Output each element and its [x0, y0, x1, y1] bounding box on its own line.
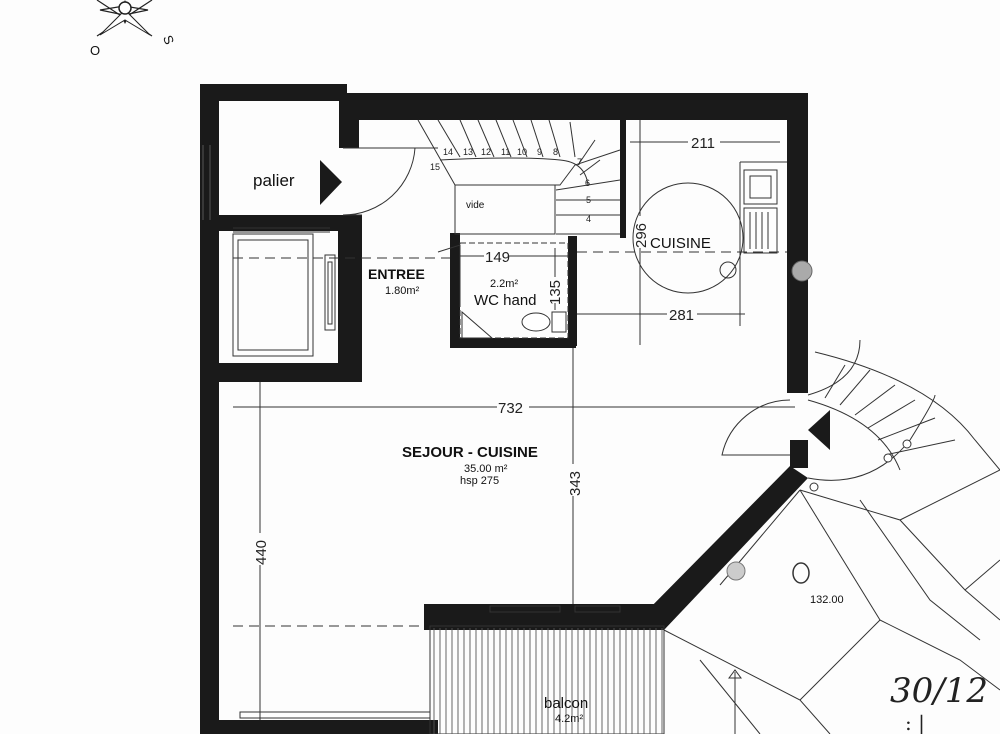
stair-door: [721, 399, 791, 456]
room-area-wc: 2.2m²: [490, 278, 518, 290]
dimension-281: 281: [669, 307, 694, 324]
spiral-handrail-posts: [809, 439, 912, 492]
room-label-entree: ENTREE: [368, 266, 425, 282]
level-marker-icon: [792, 562, 810, 584]
dimension-343: 343: [567, 471, 584, 496]
room-label-sejour: SEJOUR - CUISINE: [402, 444, 538, 461]
level-value: 132.00: [810, 594, 844, 606]
stair-step-number: 12: [481, 147, 491, 157]
interior-staircase: [417, 119, 621, 235]
outer-walls: [200, 84, 808, 734]
stair-step-number: 10: [517, 147, 527, 157]
wc-room-fixtures: [459, 242, 569, 339]
wall-hatch: [202, 145, 211, 220]
stair-step-number: 8: [553, 147, 558, 157]
stair-step-number: 14: [443, 147, 453, 157]
dimension-149: 149: [485, 249, 510, 266]
dimension-211: 211: [691, 135, 715, 152]
balcony-decking: [429, 625, 665, 734]
entrance-arrow-icon: [320, 160, 342, 205]
level-pointer-arrow-icon: [728, 669, 742, 679]
stair-step-number: 6: [585, 178, 590, 188]
entrance-door: [342, 147, 438, 216]
stair-step-number: 9: [537, 147, 542, 157]
dimension-732: 732: [498, 400, 523, 417]
column-marker: [726, 561, 746, 581]
kitchen-fixtures: [632, 161, 787, 326]
stair-step-numbers: 14 13 12 11 10 9 8 7 6 5 4 15: [430, 147, 591, 224]
handwritten-mark: : |: [905, 711, 925, 734]
dimension-440: 440: [253, 540, 270, 565]
dimension-135: 135: [547, 280, 564, 305]
interior-walls: [218, 100, 626, 382]
stair-arrow-icon: [808, 410, 830, 450]
void-label: vide: [466, 200, 485, 211]
compass-east-label: S: [160, 33, 177, 47]
column-marker: [791, 260, 813, 282]
stair-step-number: 13: [463, 147, 473, 157]
compass-rose-icon: [96, 0, 153, 37]
stair-step-number: 11: [501, 147, 510, 157]
stair-step-number: 4: [586, 214, 591, 224]
stair-step-number: 5: [586, 195, 591, 205]
dimension-296: 296: [633, 223, 650, 248]
stair-step-number: 7: [577, 157, 582, 167]
room-label-palier: palier: [253, 171, 295, 190]
room-height-sejour: hsp 275: [460, 475, 499, 487]
handwritten-note: 30/12: [890, 671, 988, 711]
room-label-wc: WC hand: [474, 292, 537, 309]
room-area-balcon: 4.2m²: [555, 713, 583, 725]
compass-west-label: O: [90, 43, 100, 58]
room-label-cuisine: CUISINE: [650, 235, 711, 252]
room-area-entree: 1.80m²: [385, 285, 420, 297]
windows: [239, 605, 621, 719]
room-area-sejour: 35.00 m²: [464, 463, 508, 475]
stair-step-number: 15: [430, 162, 440, 172]
landing-cupboard: [232, 227, 336, 357]
balcony-slats: [433, 628, 663, 734]
room-label-balcon: balcon: [544, 695, 588, 712]
